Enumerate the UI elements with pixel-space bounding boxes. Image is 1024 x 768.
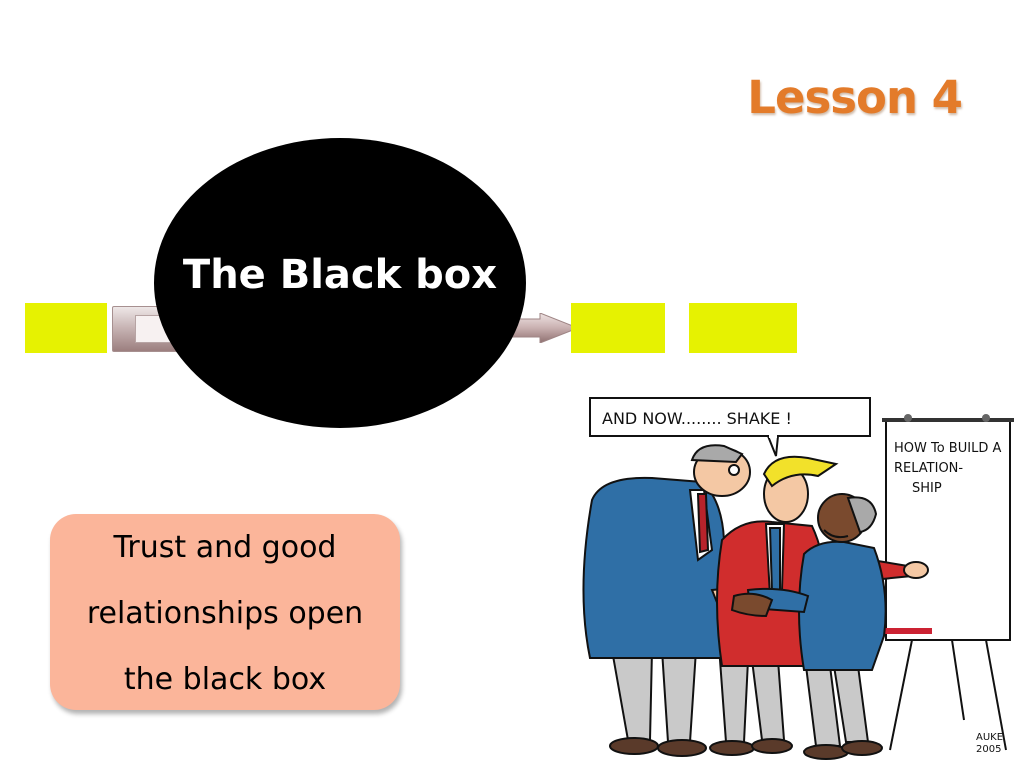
lesson-title: Lesson 4 <box>747 71 963 124</box>
flipchart: HOW To BUILD A RELATION- SHIP <box>872 414 1014 751</box>
shoes <box>609 737 883 760</box>
speech-bubble: AND NOW........ SHAKE ! <box>589 397 871 457</box>
input-box <box>25 303 107 353</box>
signature-year: 2005 <box>976 744 1001 755</box>
note-card: Trust and good relationships open the bl… <box>50 514 400 710</box>
right-man <box>730 493 887 671</box>
note-line-1: Trust and good <box>113 530 337 565</box>
flipchart-line-3: SHIP <box>912 481 942 496</box>
cartoon-illustration: HOW To BUILD A RELATION- SHIP AND NOW...… <box>582 397 1014 760</box>
note-line-3: the black box <box>123 662 327 697</box>
artist-signature: AUKE 2005 <box>976 732 1003 755</box>
signature-name: AUKE <box>976 732 1003 743</box>
flipchart-line-2: RELATION- <box>894 461 963 476</box>
black-box-label: The Black box <box>182 252 498 298</box>
note-line-2: relationships open <box>86 596 364 631</box>
black-box-ellipse <box>154 138 526 428</box>
output-box-2 <box>689 303 797 353</box>
handshake-cartoon: HOW To BUILD A RELATION- SHIP AND NOW...… <box>572 390 1024 768</box>
speech-bubble-text: AND NOW........ SHAKE ! <box>602 409 792 428</box>
output-box-1 <box>571 303 665 353</box>
flipchart-line-1: HOW To BUILD A <box>894 441 1001 456</box>
